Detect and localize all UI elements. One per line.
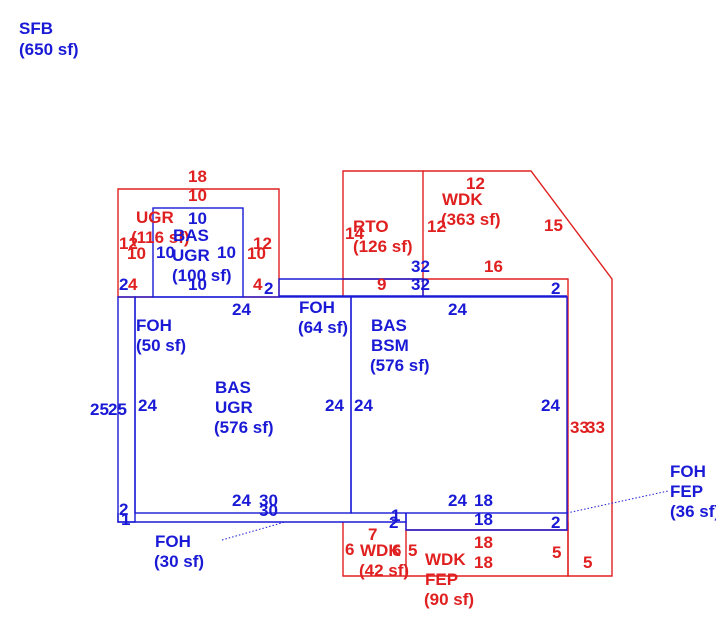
dim-label: 1 [391,506,400,525]
dim-label: 24 [138,396,157,415]
dim-label: 4 [128,275,138,294]
wdk-outline [423,170,613,577]
area-labels: SFB (650 sf) UGR (116 sf) BAS UGR (100 s… [19,19,716,609]
foh-50-area: (50 sf) [136,336,186,355]
bas-ugr-main-area: (576 sf) [214,418,274,437]
wdk-fep-code1: WDK [425,550,466,569]
dim-label: 1 [121,510,130,529]
dim-label: 30 [259,491,278,510]
dim-label: 33 [570,418,589,437]
dim-label: 15 [544,216,563,235]
dim-label: 18 [474,491,493,510]
dim-label: 2 [551,279,560,298]
dim-label: 2 [264,279,273,298]
foh-30-area: (30 sf) [154,552,204,571]
wdk-42-code: WDK [360,541,401,560]
red-dimensions: 18 10 12 10 12 10 4 4 14 9 12 12 15 16 3… [119,167,605,572]
bas-bsm-code1: BAS [371,316,407,335]
dim-label: 18 [474,553,493,572]
foh-fep-code1: FOH [670,462,706,481]
foh-50-code: FOH [136,316,172,335]
foh-64-code: FOH [299,298,335,317]
dim-label: 14 [345,224,364,243]
blue-dimensions: 10 10 10 10 2 2 32 32 2 24 24 24 24 24 2… [90,209,560,532]
wdk-top-area: (363 sf) [441,210,501,229]
rto-area: (126 sf) [353,237,413,256]
dim-label: 10 [127,244,146,263]
dim-label: 25 [108,400,127,419]
dim-label: 24 [354,396,373,415]
rto-code: RTO [353,217,389,236]
wdk-42-outline [342,522,569,577]
dim-label: 24 [325,396,344,415]
dim-label: 18 [474,533,493,552]
dim-label: 33 [586,418,605,437]
dim-label: 5 [552,543,561,562]
dim-label: 24 [541,396,560,415]
bas-ugr-small-code2: UGR [172,246,210,265]
dim-label: 7 [368,525,377,544]
dim-label: 12 [253,234,272,253]
dim-label: 2 [119,275,128,294]
dim-label: 5 [583,553,592,572]
dim-label: 10 [247,244,266,263]
foh-64-area: (64 sf) [298,318,348,337]
dim-label: 10 [188,275,207,294]
dim-label: 9 [377,275,386,294]
dim-label: 24 [448,491,467,510]
dim-label: 16 [484,257,503,276]
foh-fep-code2: FEP [670,482,703,501]
dim-label: 25 [90,400,109,419]
bas-ugr-main-code1: BAS [215,378,251,397]
bas-ugr-small-code1: BAS [173,226,209,245]
foh-fep-outline [405,513,568,531]
wdk-fep-code2: FEP [425,570,458,589]
dim-label: 30 [259,501,278,520]
dim-label: 24 [232,300,251,319]
dim-label: 12 [427,217,446,236]
dim-label: 2 [119,500,128,519]
foh-fep-leader [566,490,669,514]
bas-bsm-outline [350,296,568,514]
dim-label: 6 [345,540,354,559]
bas-bsm-code2: BSM [371,336,409,355]
foh-fep-area: (36 sf) [670,502,716,521]
dim-label: 32 [411,257,430,276]
bas-ugr-small-area: (100 sf) [172,266,232,285]
dim-label: 10 [156,243,175,262]
dim-label: 5 [408,541,417,560]
wdk-42-area: (42 sf) [359,561,409,580]
foh-64-outline [278,278,424,297]
dim-label: 24 [232,491,251,510]
blue-outlines [117,207,669,541]
dim-label: 2 [551,513,560,532]
wdk-top-code: WDK [442,190,483,209]
dim-label: 18 [188,167,207,186]
ugr-code: UGR [136,208,174,227]
dim-label: 6 [392,541,401,560]
dim-label: 12 [466,174,485,193]
foh-30-code: FOH [155,532,191,551]
rto-outline [342,170,424,296]
ugr-area: (116 sf) [131,228,190,247]
dim-label: 24 [448,300,467,319]
dim-label: 18 [474,510,493,529]
bas-ugr-main-code2: UGR [215,398,253,417]
dim-label: 12 [119,234,138,253]
dim-label: 10 [188,186,207,205]
dim-label: 4 [253,275,263,294]
summary-area: (650 sf) [19,40,79,59]
foh-30-leader [221,521,286,541]
wdk-fep-area: (90 sf) [424,590,474,609]
dim-label: 10 [188,209,207,228]
bas-bsm-area: (576 sf) [370,356,430,375]
dim-label: 32 [411,275,430,294]
dim-label: 2 [389,513,398,532]
dim-label: 10 [217,243,236,262]
summary-code: SFB [19,19,53,38]
